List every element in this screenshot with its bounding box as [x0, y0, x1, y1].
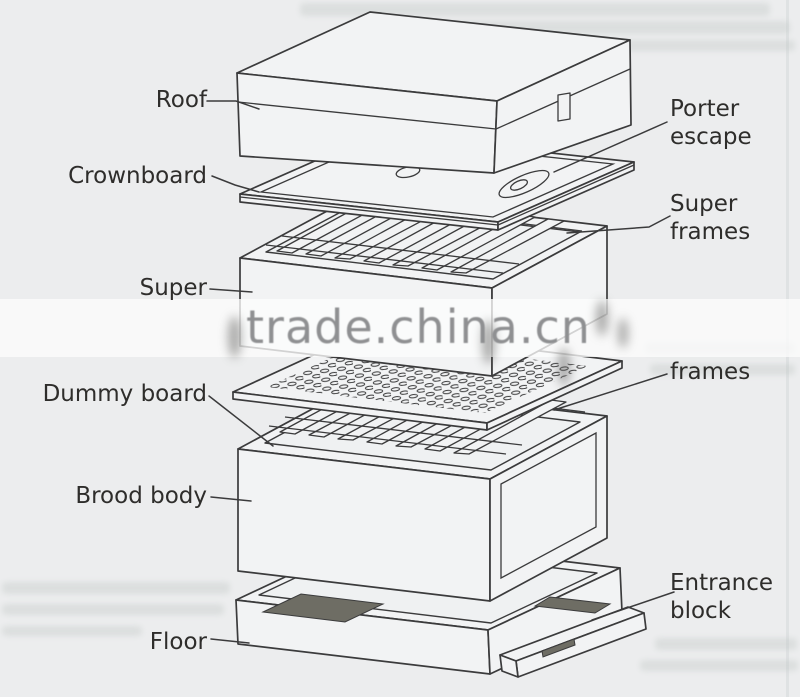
- porter-escape-drawing: [498, 169, 550, 199]
- watermark-smudge: [618, 318, 628, 348]
- watermark-smudge: [558, 348, 570, 386]
- entrance-slot-left: [261, 593, 385, 623]
- leader-lines: [206, 100, 675, 644]
- label-entrance-block: Entrance block: [670, 570, 774, 625]
- entrance-block-drawing: [499, 606, 647, 678]
- label-frames: frames: [670, 359, 751, 385]
- label-brood-body: Brood body: [75, 483, 207, 509]
- watermark-smudge: [596, 300, 608, 336]
- watermark-smudge: [228, 316, 241, 358]
- roof-vent-notch: [557, 92, 571, 122]
- label-crownboard: Crownboard: [68, 163, 207, 189]
- label-porter-escape: Porter escape: [670, 96, 752, 151]
- label-super-frames: Super frames: [670, 191, 751, 246]
- label-floor: Floor: [149, 629, 207, 655]
- watermark-band: [0, 299, 800, 357]
- entrance-block-notch: [541, 638, 576, 658]
- label-super: Super: [139, 275, 207, 301]
- watermark-smudge: [482, 320, 495, 364]
- label-roof: Roof: [155, 87, 207, 113]
- watermark-text: trade.china.cn: [246, 300, 591, 354]
- roof-drawing: [236, 11, 632, 174]
- label-dummy-board: Dummy board: [42, 381, 207, 407]
- entrance-slot-right: [533, 596, 612, 614]
